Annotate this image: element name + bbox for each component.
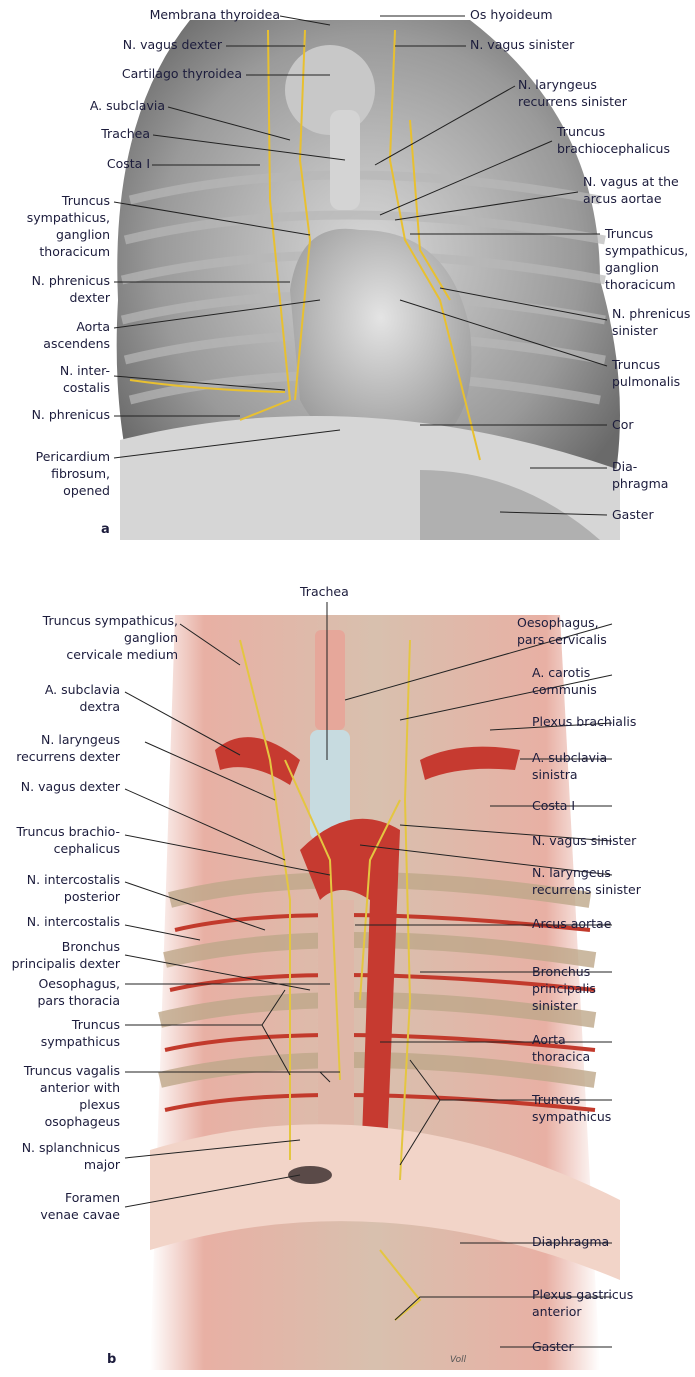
label-truncus-sympathicus-right: Truncus sympathicus, ganglion thoracicum [26,193,110,259]
label-n-splanchnicus-major: N. splanchnicus major [21,1140,120,1172]
label-oesophagus-pars-cervicalis: Oesophagus, pars cervicalis [517,615,607,647]
label-trachea: Trachea [101,126,150,141]
label-n-intercostalis: N. inter- costalis [59,363,110,395]
label-plexus-brachialis: Plexus brachialis [532,714,637,729]
label-costa-i: Costa I [106,156,150,171]
label-truncus-sympathicus-b-left: Truncus sympathicus [532,1092,612,1124]
label-n-vagus-arcus-aortae: N. vagus at the arcus aortae [583,174,679,206]
label-foramen-venae-cavae: Foramen venae cavae [40,1190,120,1222]
thorax-illustration-a [116,20,621,540]
label-aorta-ascendens: Aorta ascendens [43,319,110,351]
label-n-intercostalis-b: N. intercostalis [26,914,120,929]
label-n-phrenicus-dexter: N. phrenicus dexter [31,273,110,305]
label-trachea-b: Trachea [300,584,349,599]
label-n-vagus-sinister-b: N. vagus sinister [532,833,637,848]
label-truncus-vagalis-anterior: Truncus vagalis anterior with plexus oso… [23,1063,120,1129]
label-a-carotis-communis: A. carotis communis [532,665,597,697]
label-diaphragma-a: Dia- phragma [612,459,669,491]
label-n-vagus-dexter: N. vagus dexter [122,37,222,52]
label-costa-i-b: Costa I [532,798,576,813]
label-oesophagus-pars-thoracia: Oesophagus, pars thoracia [37,976,121,1008]
label-bronchus-principalis-sinister: Bronchus principalis sinister [532,964,596,1013]
mediastinum-illustration-b [150,615,620,1370]
label-cartilago-thyroidea: Cartilago thyroidea [121,66,242,81]
label-truncus-sympathicus-b-right: Truncus sympathicus [40,1017,120,1049]
label-pericardium-fibrosum: Pericardium fibrosum, opened [35,449,110,498]
label-diaphragma-b: Diaphragma [532,1234,610,1249]
label-n-laryngeus-recurrens-sinister-b: N. laryngeus recurrens sinister [532,865,641,897]
label-n-phrenicus-sinister: N. phrenicus sinister [612,306,691,338]
label-a-subclavia-sinistra: A. subclavia sinistra [532,750,608,782]
label-arcus-aortae: Arcus aortae [532,916,612,931]
artist-signature: Voll [450,1355,467,1365]
label-ganglion-cervicale-medium: Truncus sympathicus, ganglion cervicale … [42,613,178,662]
label-os-hyoideum: Os hyoideum [470,7,553,22]
label-n-phrenicus: N. phrenicus [31,407,110,422]
panel-letter-a: a [101,522,110,537]
label-a-subclavia: A. subclavia [89,98,165,113]
label-truncus-sympathicus-left: Truncus sympathicus, ganglion thoracicum [605,226,689,292]
label-gaster-b: Gaster [532,1339,574,1354]
label-gaster-a: Gaster [612,507,654,522]
label-cor: Cor [612,417,634,432]
label-n-vagus-dexter-b: N. vagus dexter [20,779,120,794]
leader-lines [113,15,613,1348]
label-truncus-brachiocephalicus: Truncus brachiocephalicus [557,124,670,156]
label-aorta-thoracica: Aorta thoracica [532,1032,591,1064]
panel-letter-b: b [107,1352,117,1367]
label-membrana-thyroidea: Membrana thyroidea [149,7,280,22]
label-bronchus-principalis-dexter: Bronchus principalis dexter [11,939,120,971]
label-truncus-brachiocephalicus-b: Truncus brachio- cephalicus [16,824,120,856]
label-n-laryngeus-recurrens-sinister: N. laryngeus recurrens sinister [518,77,627,109]
label-a-subclavia-dextra: A. subclavia dextra [44,682,120,714]
label-truncus-pulmonalis: Truncus pulmonalis [612,357,681,389]
label-n-vagus-sinister: N. vagus sinister [470,37,575,52]
label-n-intercostalis-posterior: N. intercostalis posterior [26,872,120,904]
label-plexus-gastricus-anterior: Plexus gastricus anterior [532,1287,634,1319]
label-n-laryngeus-recurrens-dexter: N. laryngeus recurrens dexter [16,732,120,764]
